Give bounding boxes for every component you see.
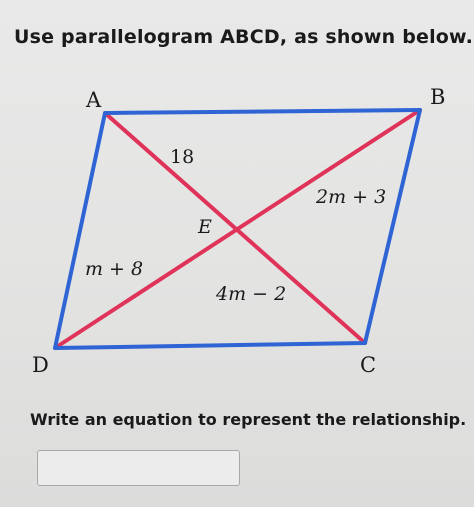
vertex-label-a: A xyxy=(85,88,102,112)
segment-label-be: 2m + 3 xyxy=(315,186,386,208)
intersection-label-e: E xyxy=(197,216,212,238)
diagonal-ac xyxy=(103,111,367,345)
vertex-label-d: D xyxy=(32,353,49,377)
vertex-label-c: C xyxy=(360,353,376,377)
segment-label-de: m + 8 xyxy=(85,258,143,280)
parallelogram-sides xyxy=(53,108,422,350)
segment-label-ce: 4m − 2 xyxy=(215,283,286,305)
segment-label-ae: 18 xyxy=(170,146,194,168)
vertex-label-b: B xyxy=(430,85,445,109)
diagonal-bd xyxy=(53,108,422,350)
answer-input[interactable] xyxy=(37,450,240,486)
instruction-text: Write an equation to represent the relat… xyxy=(30,410,467,429)
parallelogram-figure: A B C D E 18 2m + 3 m + 8 4m − 2 xyxy=(32,85,445,377)
problem-prompt: Use parallelogram ABCD, as shown below. xyxy=(14,26,474,48)
